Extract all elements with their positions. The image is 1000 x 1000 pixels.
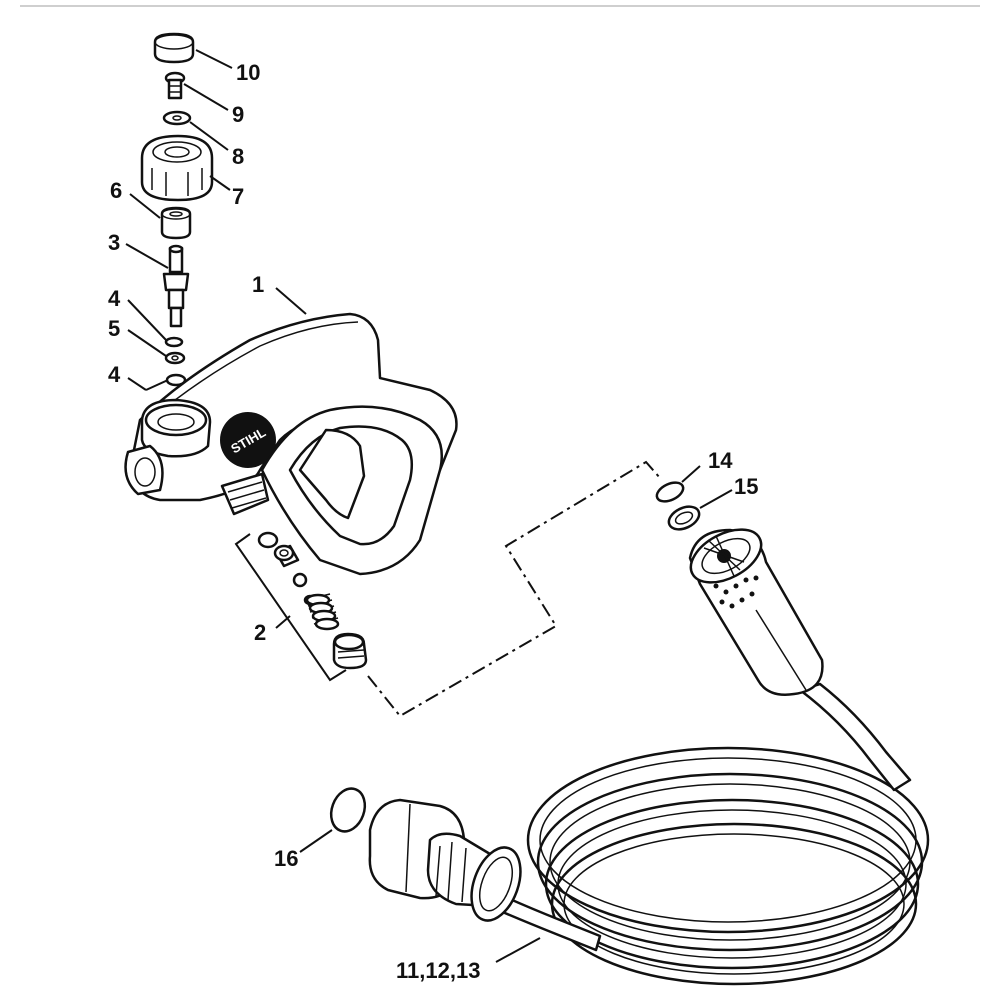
fitting-dimples <box>713 575 759 609</box>
part-8-washer <box>162 110 192 126</box>
label-4b: 4 <box>108 362 121 387</box>
part-9-screw <box>164 71 186 100</box>
kit-oring <box>257 531 279 549</box>
leader-lines <box>125 49 733 963</box>
label-5: 5 <box>108 316 120 341</box>
hose-lower-fitting <box>368 798 522 922</box>
part-14-oring <box>655 481 685 503</box>
connection-line <box>367 460 661 718</box>
part-10-cap <box>153 32 195 64</box>
part-11-hose-assembly <box>368 528 930 986</box>
stihl-logo <box>220 412 276 468</box>
label-4a: 4 <box>108 286 121 311</box>
label-1: 1 <box>252 272 264 297</box>
label-14: 14 <box>708 448 733 473</box>
label-16: 16 <box>274 846 298 871</box>
kit-valve-seat <box>273 544 300 568</box>
part-3-stem <box>162 244 190 328</box>
part-6-small-nut <box>160 206 192 240</box>
kit-spring <box>305 593 340 631</box>
part-2-valve-kit <box>234 531 368 682</box>
label-7: 7 <box>232 184 244 209</box>
label-10: 10 <box>236 60 260 85</box>
part-7-nut <box>140 134 214 202</box>
label-2: 2 <box>254 620 266 645</box>
hose-upper-fitting <box>688 528 824 696</box>
part-4-oring-top <box>164 336 184 348</box>
part-5-ring <box>164 351 186 365</box>
kit-plug <box>332 632 368 670</box>
part-1-spray-gun: STIHL <box>124 312 458 576</box>
part-15-washer <box>667 505 701 531</box>
part-16-oring <box>329 787 367 833</box>
callout-labels: 10 9 8 7 6 3 4 5 4 1 2 14 15 16 11,12,13 <box>108 60 758 983</box>
label-6: 6 <box>110 178 122 203</box>
kit-ball <box>292 572 308 588</box>
label-9: 9 <box>232 102 244 127</box>
label-3: 3 <box>108 230 120 255</box>
label-11-12-13: 11,12,13 <box>396 958 480 983</box>
label-8: 8 <box>232 144 244 169</box>
label-15: 15 <box>734 474 758 499</box>
